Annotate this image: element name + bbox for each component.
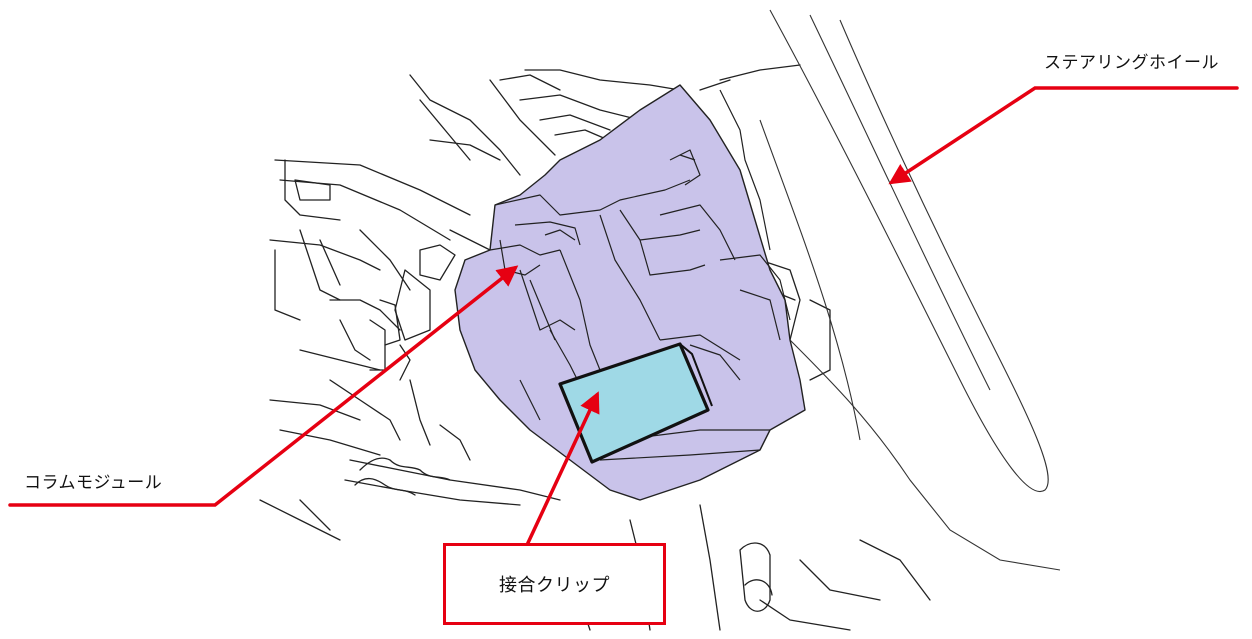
- joint-clip: [558, 342, 713, 464]
- steering-wheel-rim: [759, 9, 1061, 571]
- leader-steering-wheel: [888, 86, 1239, 185]
- leader-lines: [8, 86, 1239, 547]
- joint-clip-label-box: 接合クリップ: [443, 543, 666, 625]
- leader-column-module: [8, 265, 519, 507]
- steering-wheel-label: ステアリングホイール: [1044, 53, 1219, 73]
- column-module-housing: [454, 84, 806, 501]
- leader-joint-clip: [525, 391, 600, 547]
- joint-clip-label: 接合クリップ: [499, 575, 610, 596]
- column-module-label: コラムモジュール: [24, 473, 163, 493]
